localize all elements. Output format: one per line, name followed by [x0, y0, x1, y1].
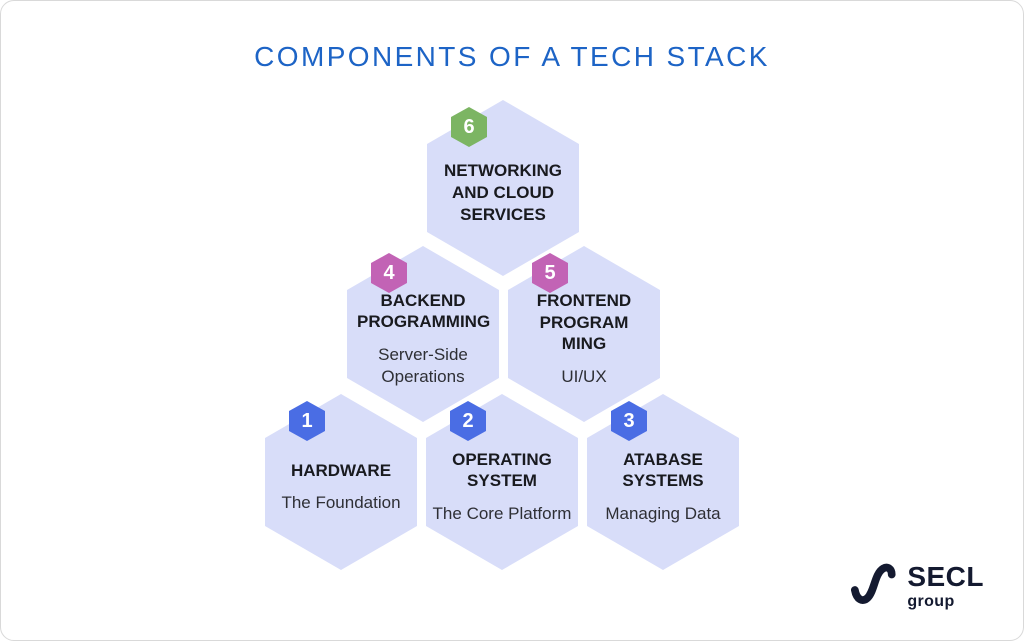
- hexagon-content: NETWORKING AND CLOUD SERVICES: [427, 100, 579, 276]
- hexagon-frontend-programming: 5 FRONTEND PROGRAM MING UI/UX: [508, 246, 660, 422]
- hexagon-operating-system: 2 OPERATING SYSTEM The Core Platform: [426, 394, 578, 570]
- hexagon-hardware: 1 HARDWARE The Foundation: [265, 394, 417, 570]
- hexagon-heading: FRONTEND PROGRAM MING: [536, 290, 632, 354]
- hexagon-content: HARDWARE The Foundation: [265, 394, 417, 570]
- hexagon-heading: HARDWARE: [290, 460, 392, 480]
- hexagon-heading: NETWORKING AND CLOUD SERVICES: [443, 161, 563, 224]
- hexagon-heading: ATABASE SYSTEMS: [622, 449, 704, 491]
- hexagon-subheading: The Core Platform: [432, 504, 572, 524]
- hexagon-subheading: Managing Data: [605, 504, 721, 524]
- brand-subname: group: [907, 593, 955, 610]
- hexagon-content: OPERATING SYSTEM The Core Platform: [426, 394, 578, 570]
- hexagon-heading: OPERATING SYSTEM: [452, 449, 552, 491]
- hexagon-networking-cloud: 6 NETWORKING AND CLOUD SERVICES: [427, 100, 579, 276]
- hexagon-subheading: The Foundation: [281, 493, 401, 513]
- brand-name: SECL: [907, 561, 984, 592]
- swoosh-checkmark-icon: [846, 560, 898, 613]
- brand-text: SECL group: [907, 563, 984, 610]
- hexagon-database-systems: 3 ATABASE SYSTEMS Managing Data: [587, 394, 739, 570]
- hexagon-content: ATABASE SYSTEMS Managing Data: [587, 394, 739, 570]
- hexagon-subheading: Server-Side Operations: [378, 345, 468, 387]
- page-title: COMPONENTS OF A TECH STACK: [254, 41, 770, 72]
- hexagon-backend-programming: 4 BACKEND PROGRAMMING Server-Side Operat…: [347, 246, 499, 422]
- hexagon-heading: BACKEND PROGRAMMING: [357, 290, 491, 332]
- brand-logo: SECL group: [846, 560, 984, 613]
- hexagon-content: BACKEND PROGRAMMING Server-Side Operatio…: [347, 246, 499, 422]
- hexagon-content: FRONTEND PROGRAM MING UI/UX: [508, 246, 660, 422]
- hexagon-subheading: UI/UX: [561, 367, 607, 387]
